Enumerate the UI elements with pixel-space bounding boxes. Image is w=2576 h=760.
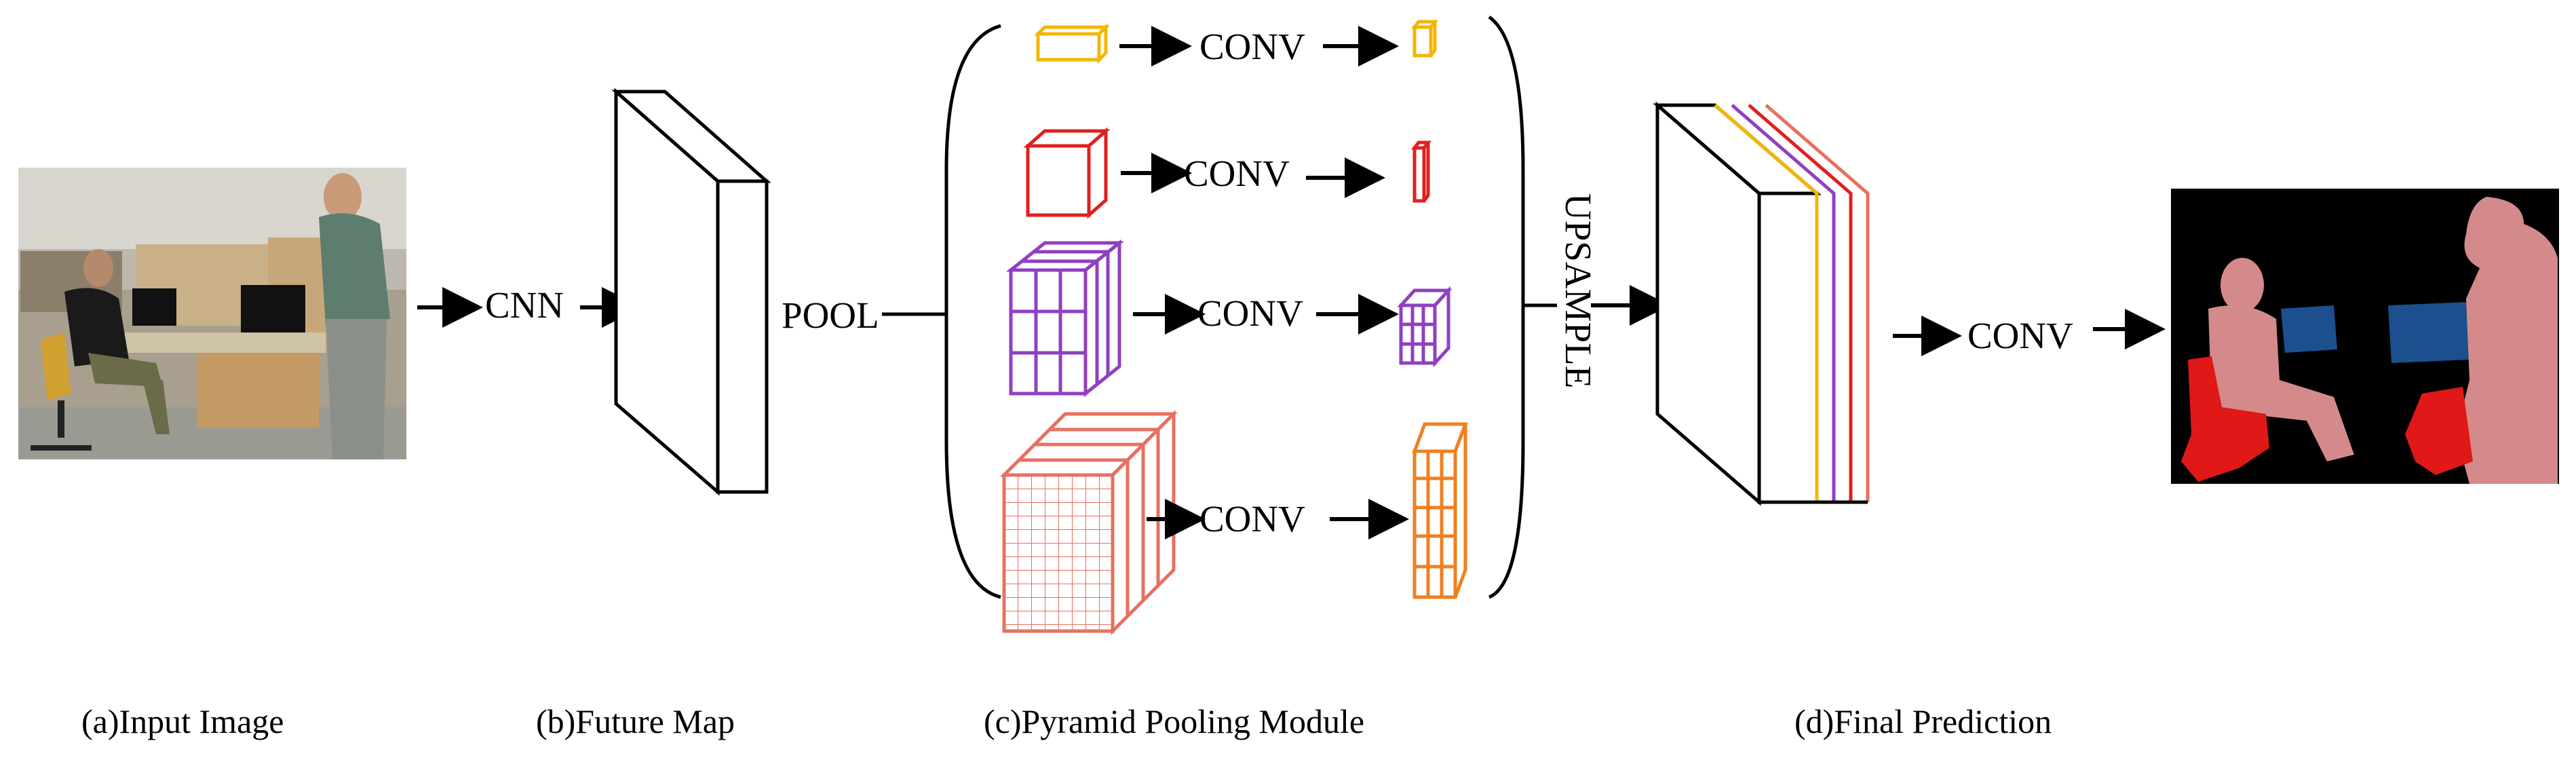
conv-output-level-3 <box>1397 286 1453 368</box>
conv-label-1: CONV <box>1199 26 1305 67</box>
segmentation-output <box>2171 189 2559 484</box>
caption-final-prediction: (d)Final Prediction <box>1794 702 2052 740</box>
conv-output-level-4 <box>1412 422 1468 599</box>
pool-label: POOL <box>782 294 879 336</box>
caption-pyramid-pooling-module: (c)Pyramid Pooling Module <box>984 702 1364 740</box>
pool-block-level-3 <box>1005 239 1125 398</box>
ppm-left-bracket <box>944 24 1001 599</box>
pool-block-level-2 <box>1023 127 1111 219</box>
conv-output-level-2 <box>1411 140 1431 203</box>
pool-block-level-1 <box>1033 22 1111 64</box>
caption-feature-map: (b)Future Map <box>536 702 735 740</box>
pool-block-level-4 <box>999 409 1178 636</box>
feature-map-block <box>611 88 771 496</box>
ppm-right-bracket <box>1488 15 1525 599</box>
input-image <box>18 168 406 459</box>
upsample-label: UPSAMPLE <box>1558 193 1599 388</box>
conv-label-4: CONV <box>1199 498 1305 539</box>
concatenated-feature-block <box>1653 101 1870 506</box>
conv-label-2: CONV <box>1184 153 1290 194</box>
conv-output-level-1 <box>1411 20 1438 58</box>
cnn-label: CNN <box>485 284 564 326</box>
conv-label-3: CONV <box>1197 292 1303 334</box>
conv-final-label: CONV <box>1967 315 2073 356</box>
caption-input-image: (a)Input Image <box>81 702 284 740</box>
